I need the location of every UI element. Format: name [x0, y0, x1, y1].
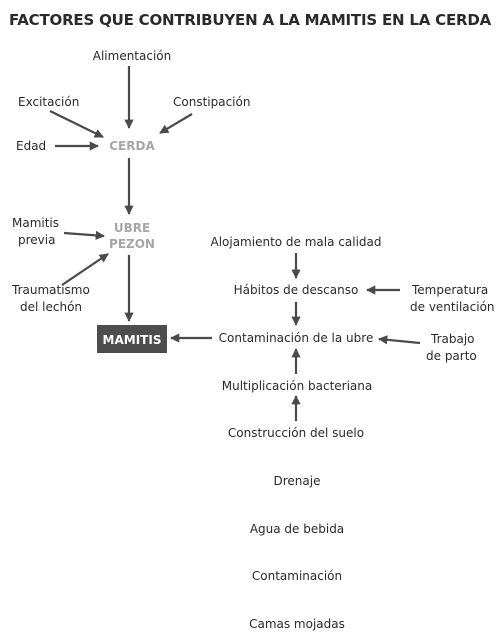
node-pezon: PEZON	[109, 237, 155, 251]
node-temperatura-line2: de ventilación	[410, 300, 495, 314]
node-mamitis-previa-line2: previa	[18, 233, 55, 247]
node-alimentacion: Alimentación	[93, 49, 172, 63]
node-traumatismo-line1: Traumatismo	[11, 283, 90, 297]
node-camas: Camas mojadas	[249, 617, 345, 631]
mamitis-box	[97, 325, 167, 353]
arrow-mamitis-previa-ubre	[63, 230, 105, 240]
node-construccion: Construcción del suelo	[228, 426, 364, 440]
node-contaminacion: Contaminación	[252, 569, 342, 583]
node-excitacion: Excitación	[18, 95, 79, 109]
node-drenaje: Drenaje	[274, 474, 321, 488]
node-cerda: CERDA	[109, 139, 155, 153]
node-trabajo-line1: Trabajo	[430, 332, 475, 346]
node-mamitis-previa-line1: Mamitis	[12, 216, 59, 230]
node-alojamiento: Alojamiento de mala calidad	[210, 235, 381, 249]
node-trabajo-line2: de parto	[426, 349, 477, 363]
node-habitos: Hábitos de descanso	[234, 283, 359, 297]
diagram-title: FACTORES QUE CONTRIBUYEN A LA MAMITIS EN…	[9, 11, 492, 29]
node-agua: Agua de bebida	[250, 522, 344, 536]
node-temperatura-line1: Temperatura	[411, 283, 488, 297]
node-contaminacion-ubre: Contaminación de la ubre	[219, 331, 374, 345]
node-multiplicacion: Multiplicación bacteriana	[222, 379, 373, 393]
node-traumatismo-line2: del lechón	[20, 300, 82, 314]
arrow-excitacion-cerda	[49, 110, 104, 138]
arrow-trabajo-contaminacion	[378, 335, 421, 345]
arrow-traumatismo-ubre	[61, 253, 109, 286]
node-constipacion: Constipación	[173, 95, 250, 109]
arrow-constipacion-cerda	[159, 113, 193, 134]
node-edad: Edad	[16, 139, 46, 153]
node-ubre: UBRE	[114, 221, 150, 235]
node-mamitis: MAMITIS	[103, 333, 162, 347]
